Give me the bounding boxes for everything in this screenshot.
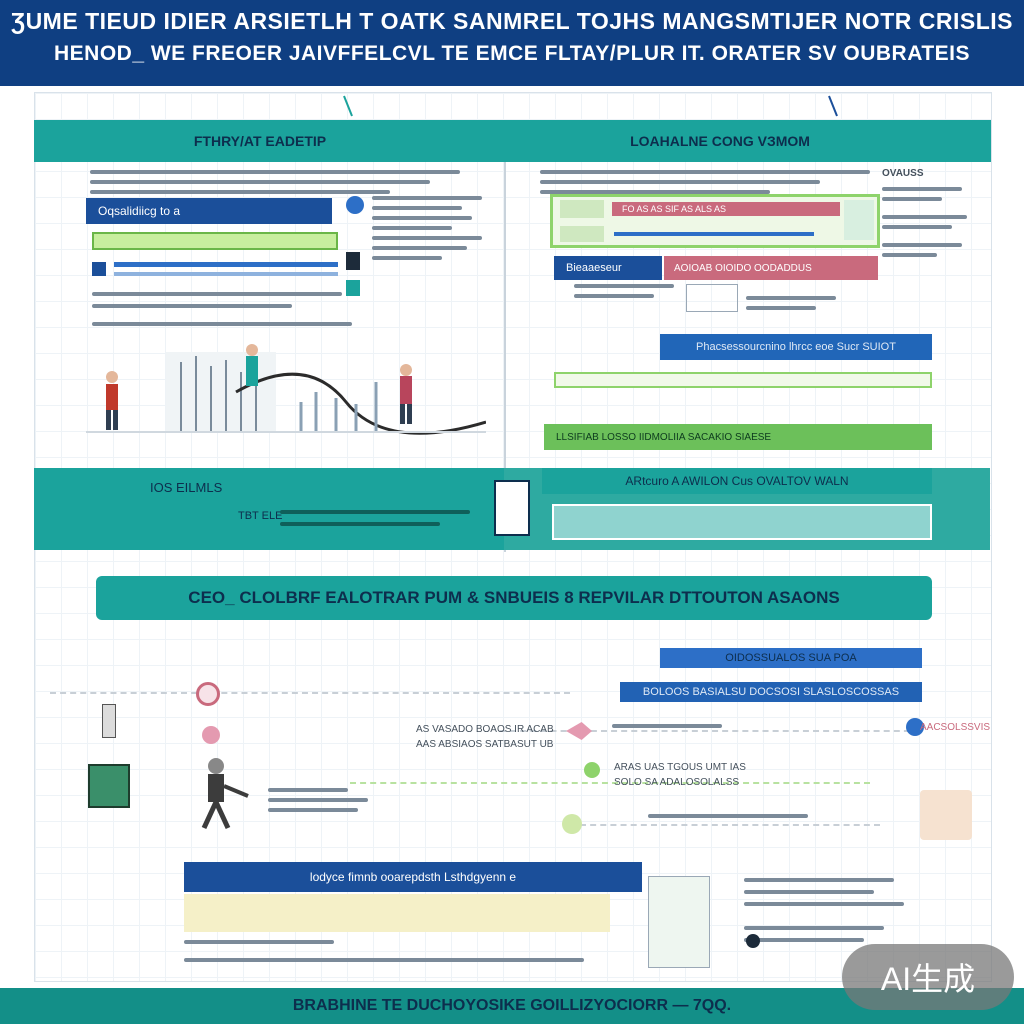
bottom-left-text bbox=[184, 940, 604, 962]
right-side-label: OVAUSS bbox=[882, 168, 924, 179]
lower-mid-text-block: AS VASADO BOAOS IR ACAB AAS ABSIAOS SATB… bbox=[416, 724, 566, 750]
pin-marker-5 bbox=[584, 762, 600, 778]
left-square-icon bbox=[92, 262, 106, 276]
middle-banner: CEO_ CLOLBRF EALOTRAR PUM & SNBUEIS 8 RE… bbox=[96, 576, 932, 620]
timeline-line-3 bbox=[350, 782, 870, 784]
right-green-bar: LLSIFIAB LOSSO IIDMOLIIA SACAKIO SIAESE bbox=[544, 424, 932, 450]
right-pink-label: FO AS AS SIF AS ALS AS bbox=[612, 202, 840, 216]
lower-right-text-2: SOLO SA ADALOSOLALSS bbox=[614, 777, 740, 788]
cream-box bbox=[184, 894, 610, 932]
callout-pointer-left bbox=[343, 95, 353, 117]
left-globe-icon bbox=[346, 196, 364, 214]
timeline-line-4 bbox=[580, 824, 880, 826]
ai-generated-badge: AI生成 bbox=[842, 944, 1014, 1010]
worker-figure bbox=[201, 758, 249, 830]
header-banner: ƷUMЕ TIEUD IDIER ARSIETLH T OATK SANMREL… bbox=[0, 0, 1024, 86]
lower-left-text bbox=[268, 788, 378, 812]
pin-marker-1 bbox=[196, 682, 220, 706]
right-chart-icon bbox=[686, 284, 738, 312]
right-thumb-2 bbox=[560, 226, 604, 242]
left-side-text bbox=[372, 196, 492, 260]
header-title-line1: ƷUMЕ TIEUD IDIER ARSIETLH T OATK SANMREL… bbox=[11, 8, 1013, 34]
left-cup-icon bbox=[346, 280, 360, 296]
bottle-icon bbox=[102, 704, 116, 738]
doc-icon bbox=[494, 480, 530, 536]
timeline-line-2 bbox=[500, 730, 920, 732]
side-pink-text: AACSOLSSVIS bbox=[920, 722, 991, 733]
lower-mid-text-2: AAS ABSIAOS SATBASUT UB bbox=[416, 739, 554, 750]
left-body-text bbox=[92, 292, 352, 326]
right-thumb-1 bbox=[560, 200, 604, 218]
right-blue-line bbox=[614, 232, 814, 236]
teal-band-sub: TBT ELE bbox=[238, 510, 283, 522]
teal-band-left bbox=[34, 468, 504, 550]
teal-band-title: IOS EILMLS bbox=[150, 480, 223, 495]
left-illustration bbox=[86, 344, 486, 435]
lower-right-text-a bbox=[612, 724, 732, 728]
callout-pointer-right bbox=[828, 95, 838, 117]
right-plant-icon bbox=[844, 200, 874, 240]
teal-band-text bbox=[280, 510, 480, 526]
right-mid-text-2 bbox=[746, 296, 836, 310]
lower-right-text-1: ARAS UAS TGOUS UMT IAS bbox=[614, 762, 746, 773]
right-icons-row bbox=[552, 504, 932, 540]
lower-navy-bar: lodyce fimnb ooarepdsth Lsthdgyenn e bbox=[184, 862, 642, 892]
right-blue-bar: Phacsessourcnino lhrcc eoe Sucr SUIOT bbox=[660, 334, 932, 360]
timeline-line-1 bbox=[50, 692, 570, 694]
right-panel-title: LOAHALNE CONG VЗMOM bbox=[630, 133, 810, 149]
footer-bar: BRABHINE TE DUCHOYOSIKE GOILLIZYOCIORR —… bbox=[0, 988, 1024, 1024]
header-title-line2: HENOD_ WE FREOER JAIVFFELCVL TE EMCE FLT… bbox=[53, 42, 970, 65]
right-mid-text bbox=[574, 284, 674, 298]
pin-marker-4 bbox=[906, 718, 924, 736]
cart-illustration bbox=[920, 790, 972, 840]
left-blue-line-2 bbox=[114, 272, 338, 276]
panel-divider bbox=[504, 162, 506, 552]
left-navy-label: Oqsalidiicg to a bbox=[86, 198, 332, 224]
right-green-outline-bar bbox=[554, 372, 932, 388]
left-intro-text bbox=[90, 170, 470, 194]
left-panel-title: FTHRY/AT EADETIP bbox=[193, 133, 327, 149]
pin-marker-6 bbox=[562, 814, 582, 834]
machine-icon bbox=[88, 764, 130, 808]
left-green-bar bbox=[92, 232, 338, 250]
panel-header-bar bbox=[34, 120, 991, 162]
lower-right-text-block: ARAS UAS TGOUS UMT IAS SOLO SA ADALOSOLA… bbox=[614, 762, 904, 788]
lower-blue-bar-2: BOLOOS BASIALSU DOCSOSI SLASLOSCOSSAS bbox=[620, 682, 922, 702]
bottom-doc-icon bbox=[648, 876, 710, 968]
right-pink-bar: AOIOAB OIOIDO OODADDUS bbox=[664, 256, 878, 280]
lower-blue-bar-1: OIDOSSUALOS SUA POA bbox=[660, 648, 922, 668]
lower-mid-text-1: AS VASADO BOAOS IR ACAB bbox=[416, 724, 554, 735]
right-intro-text bbox=[540, 170, 880, 194]
lower-right-text-b bbox=[648, 814, 818, 818]
right-navy-label: Bieaaeseur bbox=[554, 256, 662, 280]
pin-marker-2 bbox=[202, 726, 220, 744]
left-device-icon bbox=[346, 252, 360, 270]
right-teal-row: ARtcuro A AWILON Cus OVALTOV WALN bbox=[542, 468, 932, 494]
bottom-right-text bbox=[744, 878, 914, 942]
left-blue-line-1 bbox=[114, 262, 338, 267]
right-side-column: OVAUSS bbox=[882, 168, 972, 257]
bottom-dot-icon bbox=[746, 934, 760, 948]
